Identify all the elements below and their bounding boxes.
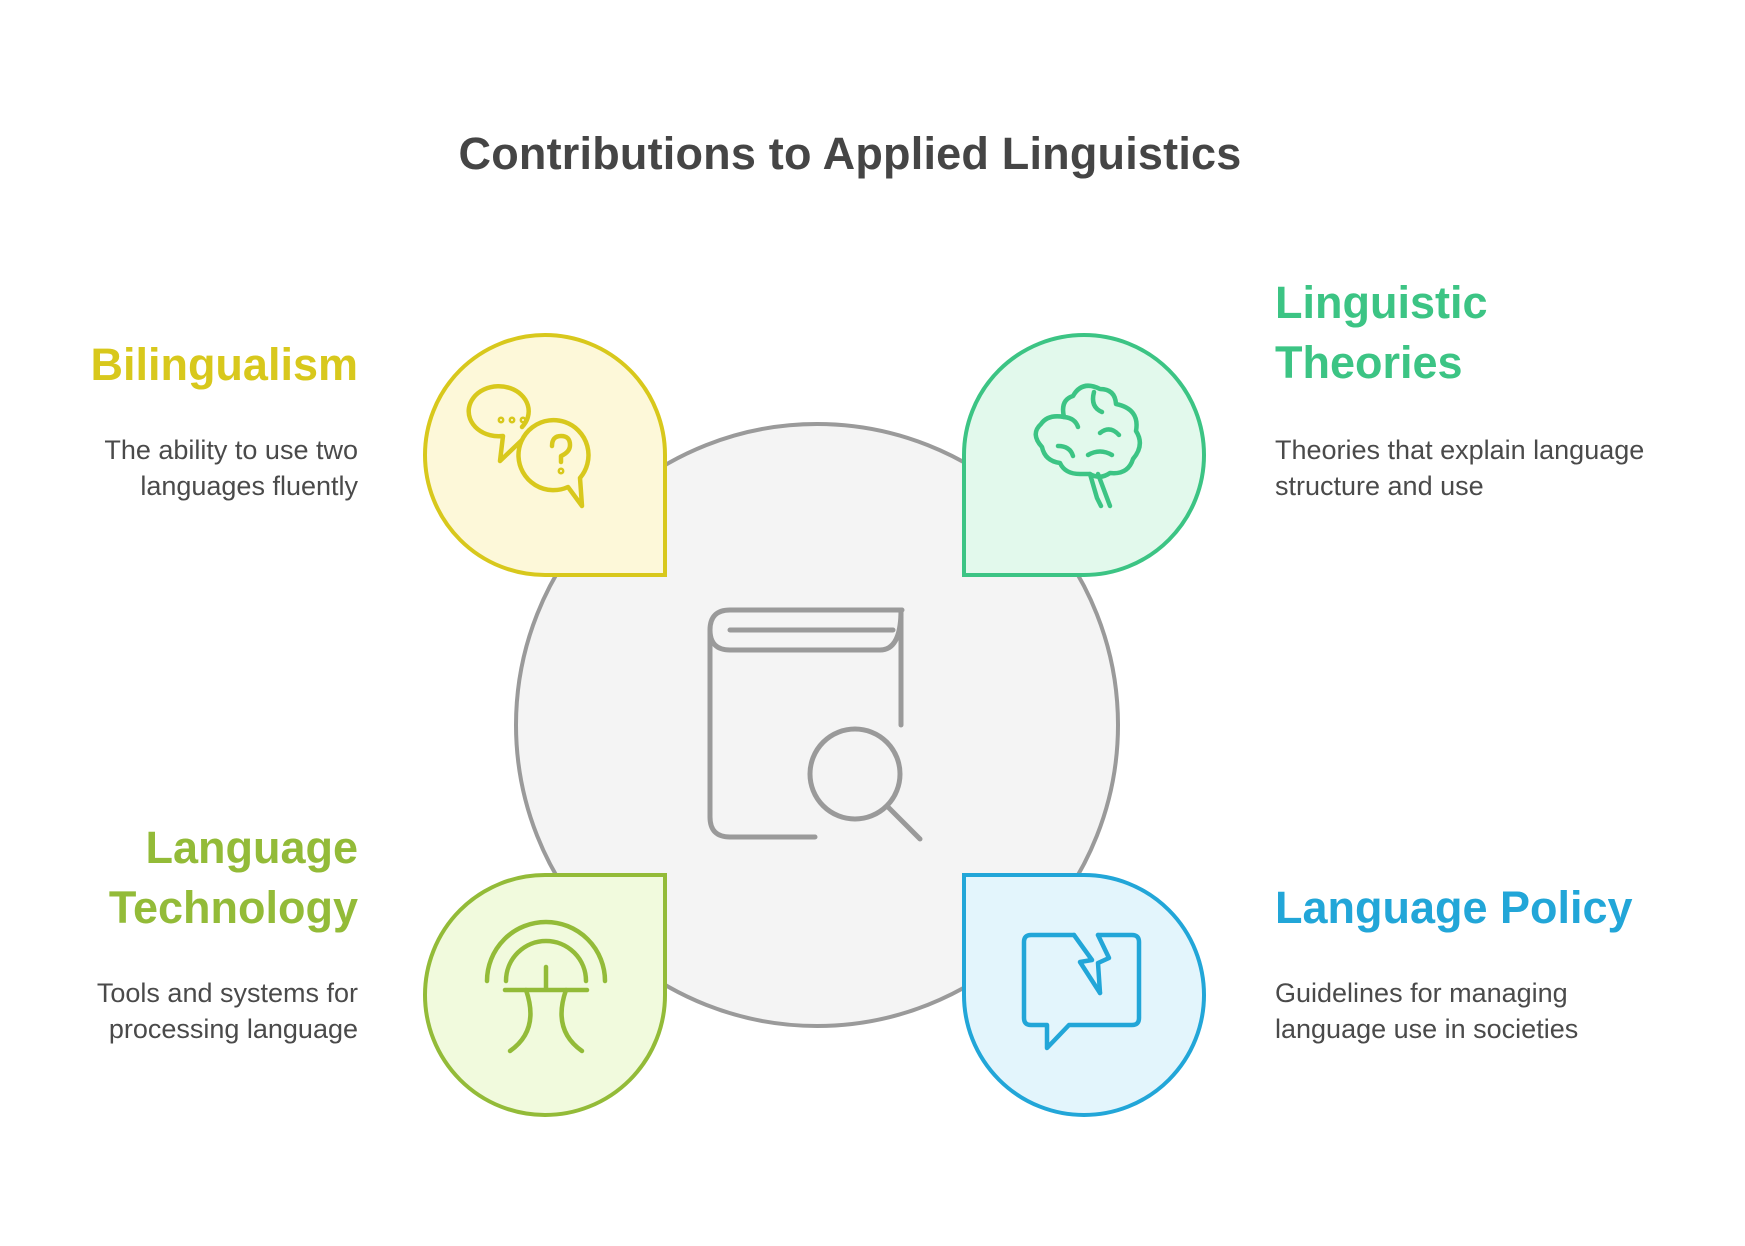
language-policy-heading: Language Policy	[1275, 882, 1633, 933]
book-magnifier-icon	[707, 607, 923, 842]
linguistic-theories-shape	[962, 333, 1206, 577]
language-technology-petal	[423, 873, 667, 1117]
brain-icon	[1033, 383, 1143, 509]
bilingualism-heading: Bilingualism	[90, 339, 358, 390]
bilingualism-description: The ability to use two languages fluentl…	[104, 435, 358, 501]
linguistic-theories-heading: Linguistic Theories	[1275, 277, 1488, 388]
page-title: Contributions to Applied Linguistics	[458, 128, 1242, 179]
language-technology-description: Tools and systems for processing languag…	[96, 978, 358, 1044]
language-technology-shape	[423, 873, 667, 1117]
linguistic-theories-petal	[962, 333, 1206, 577]
chat-bubbles-question-icon	[466, 384, 591, 509]
broken-speech-bubble-icon	[1021, 932, 1142, 1051]
language-policy-description: Guidelines for managing language use in …	[1275, 978, 1579, 1044]
bilingualism-petal	[423, 333, 667, 577]
translate-signal-icon	[484, 919, 608, 1054]
linguistic-theories-description: Theories that explain language structure…	[1275, 435, 1645, 501]
language-technology-heading: Language Technology	[108, 822, 358, 933]
language-policy-shape	[962, 873, 1206, 1117]
language-policy-petal	[962, 873, 1206, 1117]
